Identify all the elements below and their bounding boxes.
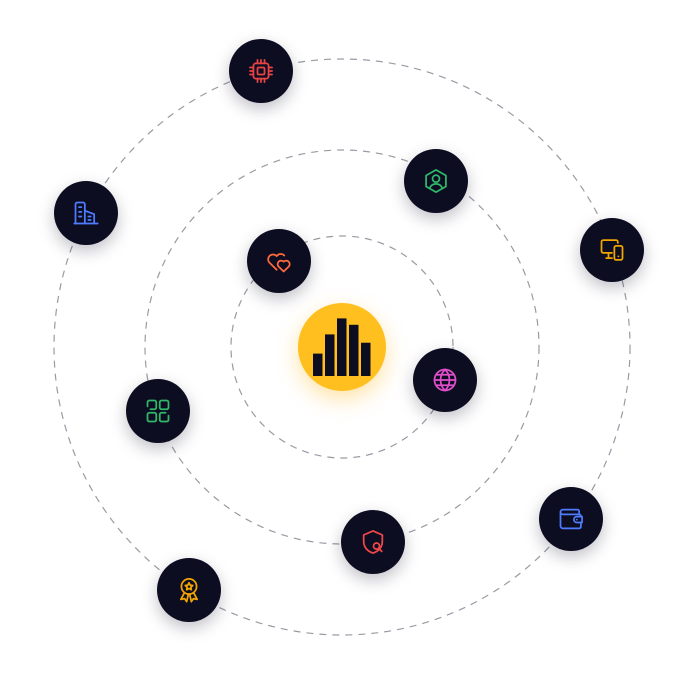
inner-orbit (230, 235, 454, 459)
hearts-icon (267, 253, 291, 273)
shield-search-node[interactable] (341, 510, 405, 574)
devices-node[interactable] (580, 218, 644, 282)
globe-node[interactable] (413, 348, 477, 412)
hub-bar-5 (361, 342, 371, 376)
shield-search-icon (362, 530, 384, 554)
globe-icon (433, 368, 457, 392)
user-node[interactable] (404, 149, 468, 213)
hub-bar-3 (337, 318, 347, 376)
bar-chart-logo-icon (313, 318, 371, 376)
hearts-node[interactable] (247, 229, 311, 293)
cpu-node[interactable] (229, 39, 293, 103)
monitor-phone-icon (600, 239, 624, 261)
middle-orbit (144, 149, 540, 545)
wallet-icon (559, 508, 583, 530)
award-node[interactable] (157, 558, 221, 622)
user-hexagon-icon (425, 169, 447, 193)
apps-node[interactable] (126, 379, 190, 443)
hub-bar-4 (349, 324, 359, 376)
apps-grid-icon (146, 399, 170, 423)
hub-bar-2 (325, 334, 335, 376)
hub-logo[interactable] (298, 303, 386, 391)
wallet-node[interactable] (539, 487, 603, 551)
hub-bar-1 (313, 353, 323, 376)
cpu-chip-icon (249, 59, 273, 83)
buildings-icon (73, 201, 99, 225)
buildings-node[interactable] (54, 181, 118, 245)
outer-orbit (53, 58, 631, 636)
award-badge-icon (179, 578, 199, 603)
